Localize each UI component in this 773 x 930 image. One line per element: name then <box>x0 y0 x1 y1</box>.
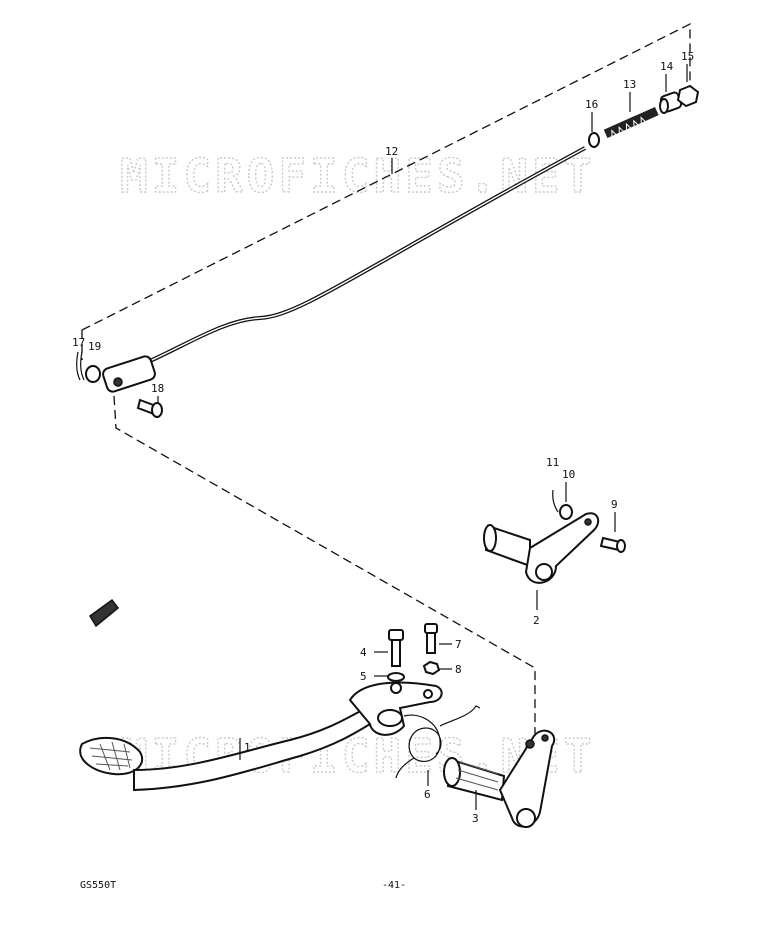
washer-10 <box>559 504 573 520</box>
adjuster-spring <box>603 106 659 142</box>
nut-8 <box>422 660 441 676</box>
callout-labels: 1 2 3 4 5 6 7 8 9 10 11 12 13 14 15 16 1… <box>72 50 694 825</box>
cotter-pin <box>76 351 85 381</box>
assembly-dashed-lines <box>81 22 691 735</box>
callout-6: 6 <box>424 788 431 801</box>
callout-16: 16 <box>585 98 598 111</box>
callout-17: 17 <box>72 336 85 349</box>
washer-19 <box>85 365 101 383</box>
brake-lever-arm <box>483 512 600 584</box>
callout-leaders <box>157 64 688 810</box>
callout-5: 5 <box>360 670 367 683</box>
bolt-7 <box>424 623 438 654</box>
small-clip <box>89 598 120 628</box>
callout-10: 10 <box>562 468 575 481</box>
callout-19: 19 <box>88 340 101 353</box>
callout-4: 4 <box>360 646 367 659</box>
callout-2: 2 <box>533 614 540 627</box>
callout-11: 11 <box>546 456 559 469</box>
page-number: -41- <box>382 880 406 891</box>
washer-16 <box>588 132 600 148</box>
callout-13: 13 <box>623 78 636 91</box>
watermark-top: MICROFICHES.NET <box>120 149 595 203</box>
callout-8: 8 <box>455 663 462 676</box>
clevis-pin <box>136 398 163 418</box>
callout-14: 14 <box>660 60 674 73</box>
bolt-9 <box>599 536 626 553</box>
return-spring <box>395 705 481 779</box>
washer-5 <box>387 672 405 682</box>
callout-12: 12 <box>385 145 398 158</box>
brake-shaft-lever <box>443 729 555 828</box>
bolt-4 <box>388 629 404 667</box>
callout-9: 9 <box>611 498 618 511</box>
adjuster-nut <box>676 84 700 108</box>
callout-3: 3 <box>472 812 479 825</box>
model-code: GS550T <box>80 880 116 891</box>
callout-1: 1 <box>244 741 251 754</box>
cotter-pin-11 <box>552 489 559 513</box>
callout-15: 15 <box>681 50 694 63</box>
brake-rod <box>102 146 586 393</box>
callout-18: 18 <box>151 382 164 395</box>
callout-7: 7 <box>455 638 462 651</box>
brake-pedal <box>79 681 443 792</box>
